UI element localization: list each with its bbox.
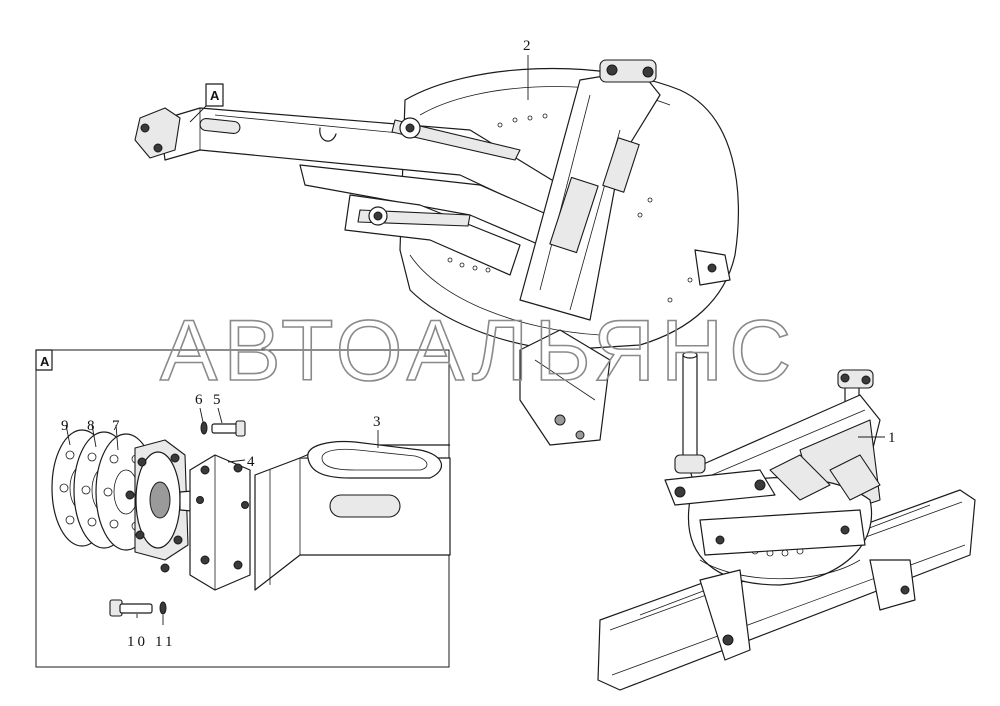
- callout-9: 9: [61, 418, 69, 434]
- washer-6: [200, 421, 208, 435]
- washer-11: [159, 601, 167, 615]
- callout-10: 10: [127, 634, 148, 650]
- wear-ring-3: [307, 440, 442, 479]
- detail-view-a: A: [35, 349, 451, 668]
- drawbar-tube-end: [254, 444, 451, 591]
- callout-7: 7: [112, 418, 120, 434]
- callout-1: 1: [888, 430, 896, 446]
- main-drawbar-circle-assembly: 2: [134, 38, 739, 446]
- callout-5: 5: [213, 392, 221, 408]
- callout-8: 8: [87, 418, 95, 434]
- blade-assembly: 1: [597, 351, 976, 691]
- bolt-10: [109, 599, 153, 617]
- bolt-5: [211, 420, 246, 437]
- callout-6: 6: [195, 392, 203, 408]
- ball-joint-housing: [125, 439, 189, 573]
- callout-4: 4: [247, 454, 255, 470]
- detail-view-label: A: [40, 354, 50, 369]
- detail-marker-a: A: [189, 83, 224, 123]
- callout-3: 3: [373, 414, 381, 430]
- watermark-text: АВТОАЛЬЯНС: [160, 303, 797, 399]
- flange-4: [189, 454, 251, 591]
- callout-2: 2: [523, 38, 531, 54]
- detail-marker-label: A: [210, 88, 220, 103]
- callout-11: 11: [155, 634, 175, 650]
